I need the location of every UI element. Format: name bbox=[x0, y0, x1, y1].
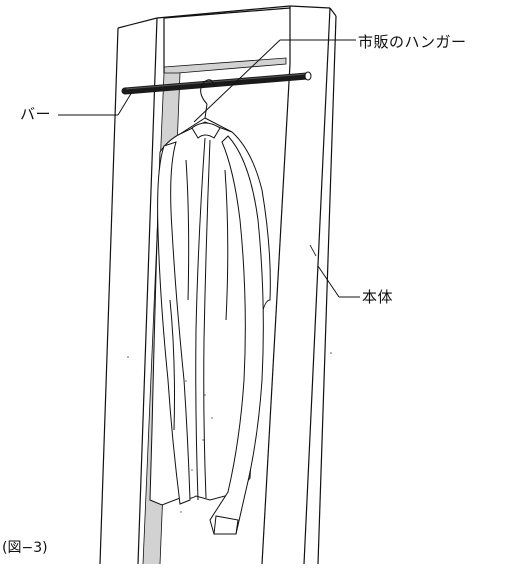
hanger-bar bbox=[121, 71, 312, 95]
inner-top-lip bbox=[163, 57, 287, 74]
shirt bbox=[149, 121, 271, 535]
hanger bbox=[179, 79, 233, 135]
frame-top-and-right bbox=[156, 5, 337, 565]
leader-lines bbox=[58, 39, 360, 298]
surface-texture bbox=[127, 352, 332, 513]
body-callout-label: 本体 bbox=[362, 288, 394, 306]
bar-callout-label: バー bbox=[20, 105, 52, 123]
hanger-callout-label: 市販のハンガー bbox=[358, 33, 467, 51]
left-frame-board bbox=[99, 17, 165, 565]
figure-caption: (図−3) bbox=[2, 540, 48, 556]
